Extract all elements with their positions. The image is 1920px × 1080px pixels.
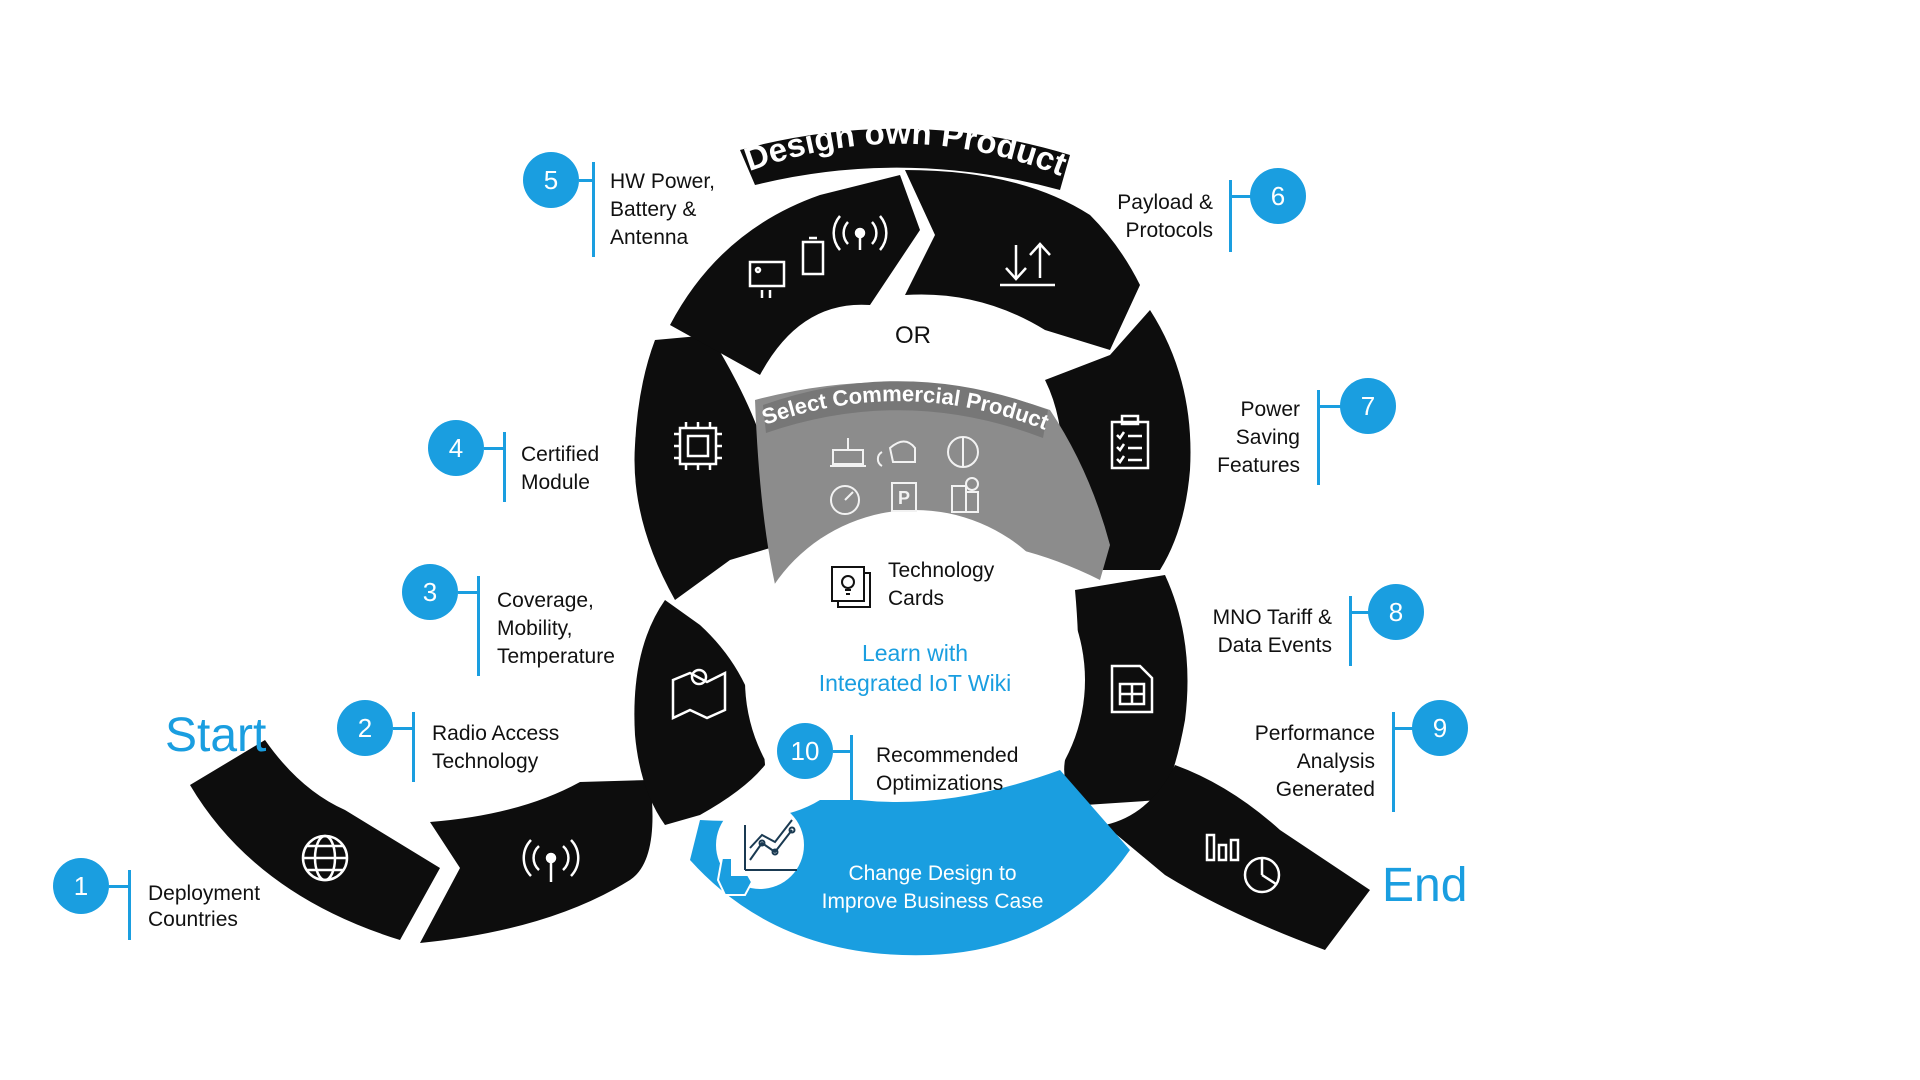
segment-mno-tariff	[1064, 575, 1188, 805]
step-2-connector	[393, 727, 415, 730]
center-circle	[745, 510, 1085, 850]
step-1-connector	[109, 885, 131, 888]
step-1-bracket	[128, 870, 131, 940]
step-7-connector	[1320, 405, 1342, 408]
segment-coverage	[634, 600, 765, 825]
segment-payload	[905, 170, 1140, 350]
weighbridge-icon	[830, 438, 866, 467]
step-5-bracket	[592, 162, 595, 257]
step-4-connector	[484, 447, 506, 450]
step-8-bracket	[1349, 596, 1352, 666]
step-9-bracket	[1392, 712, 1395, 812]
segment-hw-power	[670, 175, 920, 375]
step-2-bracket	[412, 712, 415, 782]
step-10-connector	[833, 750, 853, 753]
learn-wiki-label: Learn with Integrated IoT Wiki	[785, 638, 1045, 698]
select-banner	[763, 381, 1048, 438]
step-10-bracket	[850, 735, 853, 805]
parking-icon-letter: P	[898, 488, 910, 508]
step-3-bracket	[477, 576, 480, 676]
parking-icon	[891, 482, 917, 512]
learn-wiki-line1: Learn with	[861, 640, 969, 666]
step-2-badge: 2	[337, 700, 393, 756]
step-3-connector	[458, 591, 480, 594]
step-3-badge: 3	[402, 564, 458, 620]
design-banner	[740, 128, 1070, 190]
chart-touch-icon	[744, 819, 797, 871]
step-4-badge: 4	[428, 420, 484, 476]
chip-icon	[674, 422, 722, 470]
step-6-label: Payload &Protocols	[1117, 191, 1213, 242]
upload-download-icon	[1000, 242, 1055, 287]
step-9-badge: 9	[1412, 700, 1468, 756]
segment-certified-module	[634, 335, 780, 600]
step-3-label: Coverage,Mobility,Temperature	[497, 589, 615, 668]
or-label: OR	[895, 322, 931, 349]
globe-icon	[301, 834, 349, 882]
step-5-label: HW Power,Battery &Antenna	[610, 170, 716, 249]
antenna-icon	[522, 839, 580, 882]
touch-hand-icon	[716, 857, 754, 896]
step-10-badge: 10	[777, 723, 833, 779]
sim-card-icon	[1110, 664, 1154, 714]
start-label: Start	[165, 709, 267, 762]
change-design-band	[690, 770, 1130, 956]
gauge-icon	[830, 485, 860, 515]
step-9-connector	[1395, 727, 1414, 730]
step-8-label: MNO Tariff &Data Events	[1212, 606, 1332, 657]
lightbulb-card-icon	[831, 566, 871, 608]
end-label: End	[1382, 859, 1468, 912]
checklist-icon	[1110, 414, 1150, 470]
map-icon	[671, 668, 727, 720]
change-design-line2: Improve Business Case	[821, 890, 1044, 913]
step-8-connector	[1352, 611, 1370, 614]
bar-pie-chart-icon	[1205, 833, 1281, 894]
learn-wiki-line2: Integrated IoT Wiki	[818, 670, 1012, 696]
technology-cards-label: Technology Cards	[888, 559, 995, 610]
step-5-connector	[579, 179, 595, 182]
water-meter-icon	[947, 436, 979, 468]
step-7-badge: 7	[1340, 378, 1396, 434]
dog-tracker-icon	[876, 440, 916, 467]
step-7-bracket	[1317, 390, 1320, 485]
segment-radio-access	[420, 780, 653, 943]
change-design-line1: Change Design to	[848, 862, 1017, 885]
step-6-connector	[1232, 195, 1252, 198]
smart-building-icon	[951, 477, 979, 513]
segment-deployment	[190, 740, 440, 940]
step-8-badge: 8	[1368, 584, 1424, 640]
step-1-badge: 1	[53, 858, 109, 914]
hardware-icon	[748, 215, 888, 298]
step-4-bracket	[503, 432, 506, 502]
step-6-bracket	[1229, 180, 1232, 252]
step-6-badge: 6	[1250, 168, 1306, 224]
step-5-badge: 5	[523, 152, 579, 208]
change-design-label: Change Design to Improve Business Case	[800, 860, 1065, 916]
